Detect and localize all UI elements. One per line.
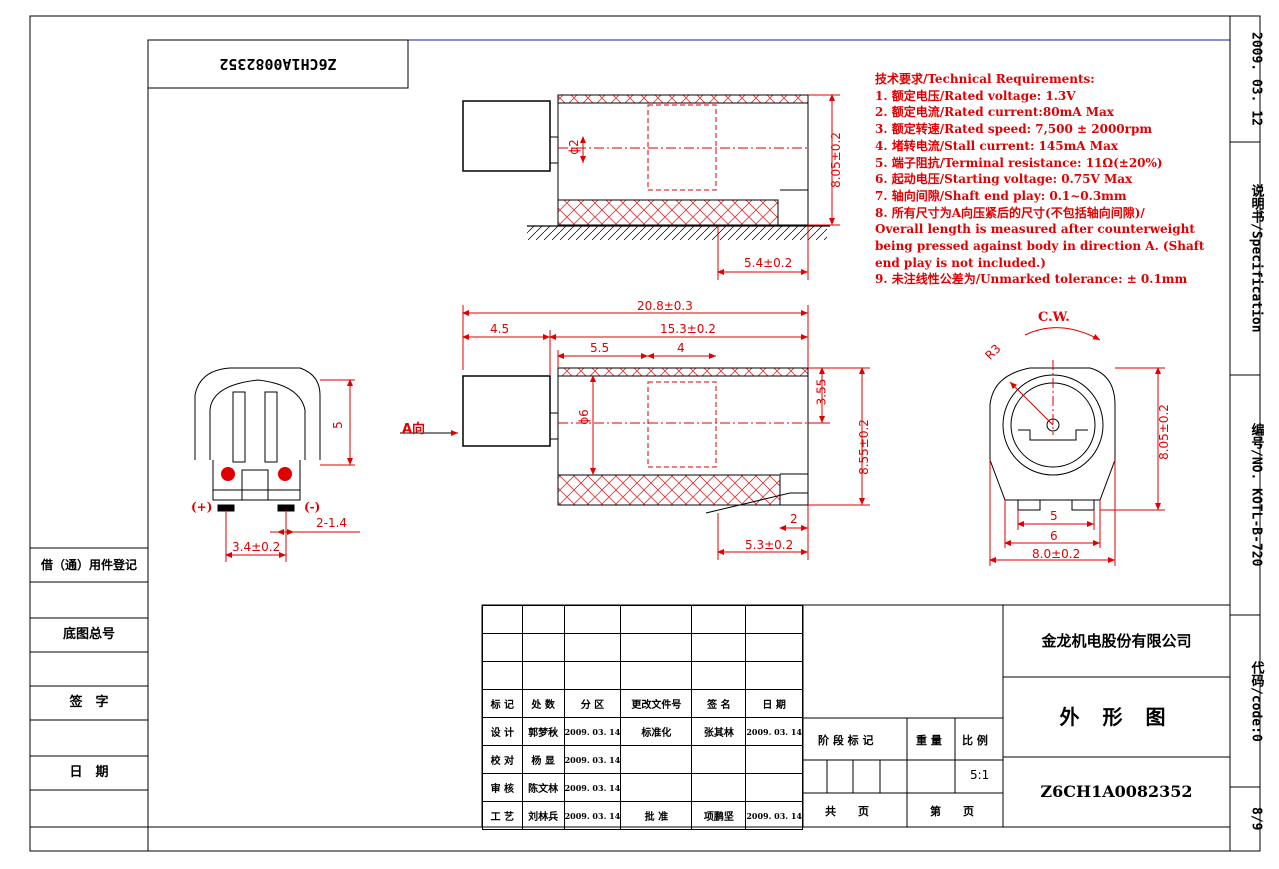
dim-2: 2 <box>790 512 798 526</box>
dim-phi2: ϕ2 <box>566 139 581 155</box>
label-signature: 签 字 <box>69 695 109 710</box>
terminal-minus-label: (-) <box>304 500 321 514</box>
terminal-plus-label: (+) <box>191 500 213 514</box>
right-code: 代码/code:0 <box>1248 660 1264 742</box>
tech-req-item: Overall length is measured after counter… <box>875 222 1195 237</box>
dim-right-5: 5 <box>1050 509 1058 523</box>
top-view <box>462 94 830 240</box>
dim-overall: 20.8±0.3 <box>637 299 693 313</box>
tech-req-item: 2. 额定电流/Rated current:80mA Max <box>875 105 1114 120</box>
label-base-drawing-number: 底图总号 <box>62 627 115 642</box>
company-name: 金龙机电股份有限公司 <box>1041 632 1192 650</box>
dim-side-offset: 5.3±0.2 <box>745 538 794 552</box>
scale-value: 5:1 <box>970 768 990 782</box>
rotation-label: C.W. <box>1038 310 1070 325</box>
dim-8-55: 8.55±0.2 <box>856 419 871 475</box>
right-view <box>989 367 1116 511</box>
tech-req-item: 8. 所有尺寸为A向压紧后的尺寸(不包括轴向间隙)/ <box>875 205 1145 220</box>
dim-left-5: 5 <box>330 421 345 429</box>
tech-req-item: end play is not included.) <box>875 255 1046 270</box>
dim-4: 4 <box>677 341 685 355</box>
drawing-number: Z6CH1A0082352 <box>1040 782 1193 801</box>
label-date: 日 期 <box>69 765 109 780</box>
dim-5-5: 5.5 <box>590 341 610 355</box>
label-borrow-register: 借（通）用件登记 <box>40 558 137 572</box>
right-date: 2009. 03. 12 <box>1248 32 1264 126</box>
dim-terminal-gap: 2-1.4 <box>316 516 348 530</box>
weight-label: 重 量 <box>916 734 942 747</box>
left-view <box>194 367 321 512</box>
tech-req-item: 1. 额定电压/Rated voltage: 1.3V <box>875 88 1076 103</box>
tech-req-item: 3. 额定转速/Rated speed: 7,500 ± 2000rpm <box>875 122 1153 137</box>
right-specification: 说明书/Specification <box>1248 184 1264 333</box>
page-number-label: 第 页 <box>930 805 974 818</box>
tech-req-item: 4. 堵转电流/Stall current: 145mA Max <box>875 138 1119 153</box>
right-page: 8/9 <box>1248 807 1264 831</box>
side-view <box>462 367 809 514</box>
technical-requirements: 技术要求/Technical Requirements: 1. 额定电压/Rat… <box>875 71 1204 288</box>
dim-body-len: 15.3±0.2 <box>660 322 716 336</box>
tech-req-item: being pressed against body in direction … <box>875 239 1205 254</box>
dim-right-width: 8.0±0.2 <box>1032 547 1081 561</box>
dim-top-height: 8.05±0.2 <box>828 132 843 188</box>
title-block-grid <box>481 604 1231 828</box>
scale-label: 比 例 <box>962 734 988 747</box>
total-pages-label: 共 页 <box>825 805 869 818</box>
dim-right-height: 8.05±0.2 <box>1156 404 1171 460</box>
dim-pitch: 3.4±0.2 <box>232 540 281 554</box>
drawing-title: 外 形 图 <box>1059 705 1174 729</box>
tech-req-item: 6. 起动电压/Starting voltage: 0.75V Max <box>875 172 1133 187</box>
tech-req-item: 7. 轴向间隙/Shaft end play: 0.1~0.3mm <box>875 188 1127 203</box>
dim-weight-len: 4.5 <box>490 322 510 336</box>
revision-header-row: 标 记处 数分 区 更改文件号签 名日 期 <box>482 689 803 718</box>
right-document-number: 编号/NO. KOTL-B-720 <box>1248 423 1264 567</box>
dim-phi6: ϕ6 <box>576 409 591 425</box>
tech-req-title: 技术要求/Technical Requirements: <box>875 72 1095 86</box>
dim-top-offset: 5.4±0.2 <box>744 256 793 270</box>
dim-right-6: 6 <box>1050 529 1058 543</box>
tech-req-item: 5. 端子阻抗/Terminal resistance: 11Ω(±20%) <box>875 155 1163 170</box>
direction-a-label: A向 <box>402 422 426 437</box>
dim-3-55: 3.55 <box>814 378 829 406</box>
tech-req-item: 9. 未注线性公差为/Unmarked tolerance: ± 0.1mm <box>875 272 1188 287</box>
stage-mark-label: 阶 段 标 记 <box>818 734 874 747</box>
